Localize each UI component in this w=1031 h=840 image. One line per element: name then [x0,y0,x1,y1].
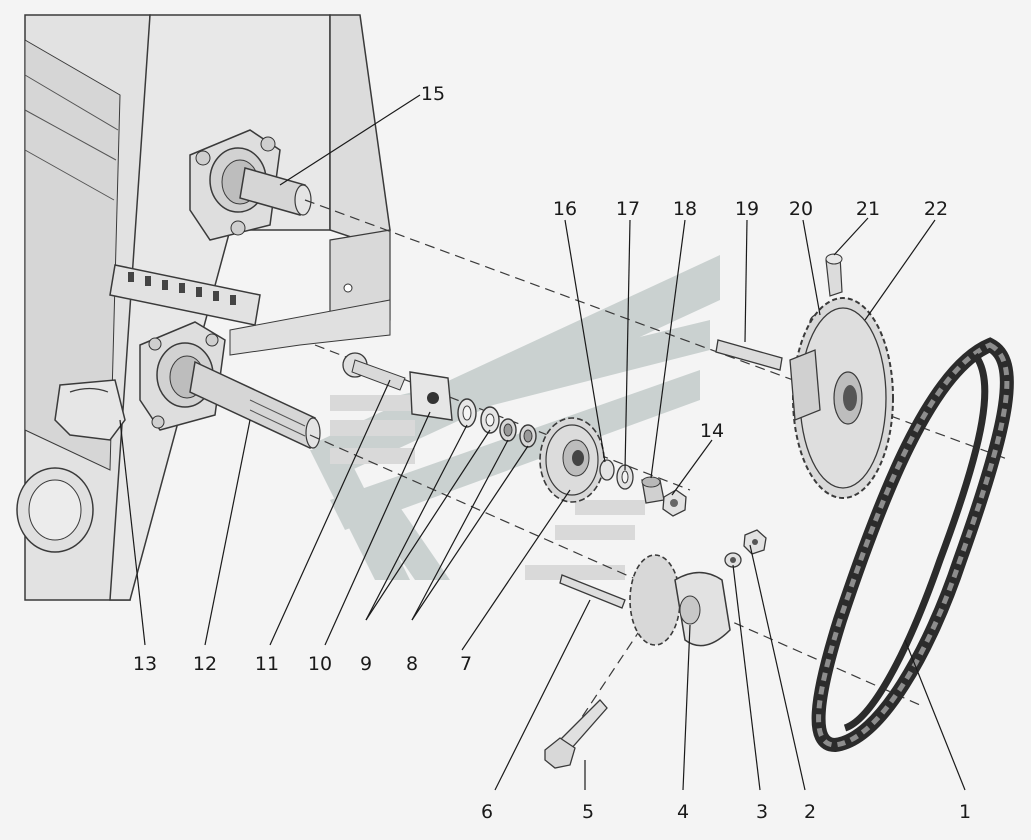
callout-label: 18 [673,198,697,220]
part-9-washers [457,398,500,434]
part-7-idler-sprocket [539,417,605,503]
part-13-bracket [54,379,126,441]
callout-label: 3 [756,801,768,823]
part-11-pin [342,352,406,391]
adjustment-plate [109,264,261,326]
part-19-key [715,339,783,371]
callout-label: 22 [924,198,948,220]
callout-label: 1 [959,801,971,823]
callout-label: 6 [481,801,493,823]
callout-label: 4 [677,801,689,823]
callout-labels: 1 2 3 4 5 6 7 8 9 10 11 12 13 14 15 16 1… [133,83,971,823]
callout-label: 14 [700,420,724,442]
part-2-nut [743,529,767,555]
callout-label: 13 [133,653,157,675]
callout-label: 10 [308,653,332,675]
part-5-bolt [544,699,608,769]
callout-leader-lines [119,94,966,791]
part-21-bolt [825,253,843,297]
callout-label: 15 [421,83,445,105]
callout-label: 5 [582,801,594,823]
callout-label: 20 [789,198,813,220]
callout-label: 2 [804,801,816,823]
part-4-tensioner-sprocket [629,554,731,647]
callout-label: 19 [735,198,759,220]
part-15-upper-shaft [189,129,312,241]
part-17-washer [616,464,634,490]
callout-label: 11 [255,653,279,675]
callout-label: 7 [460,653,472,675]
callout-label: 17 [616,198,640,220]
part-18-bushing [641,476,665,504]
part-1-roller-chain [811,337,1014,753]
part-22-large-sprocket [789,297,894,499]
callout-label: 8 [406,653,418,675]
part-10-plate [409,371,453,421]
part-16-washer [599,459,615,481]
callout-label: 16 [553,198,577,220]
callout-label: 21 [856,198,880,220]
callout-label: 9 [360,653,372,675]
part-6-pin [559,574,626,609]
part-12-splined-shaft [139,321,321,450]
part-14-nut [662,489,687,517]
callout-label: 12 [193,653,217,675]
part-3-washer [724,552,742,568]
watermark-logo [310,255,720,580]
part-8-bushings [499,418,537,448]
